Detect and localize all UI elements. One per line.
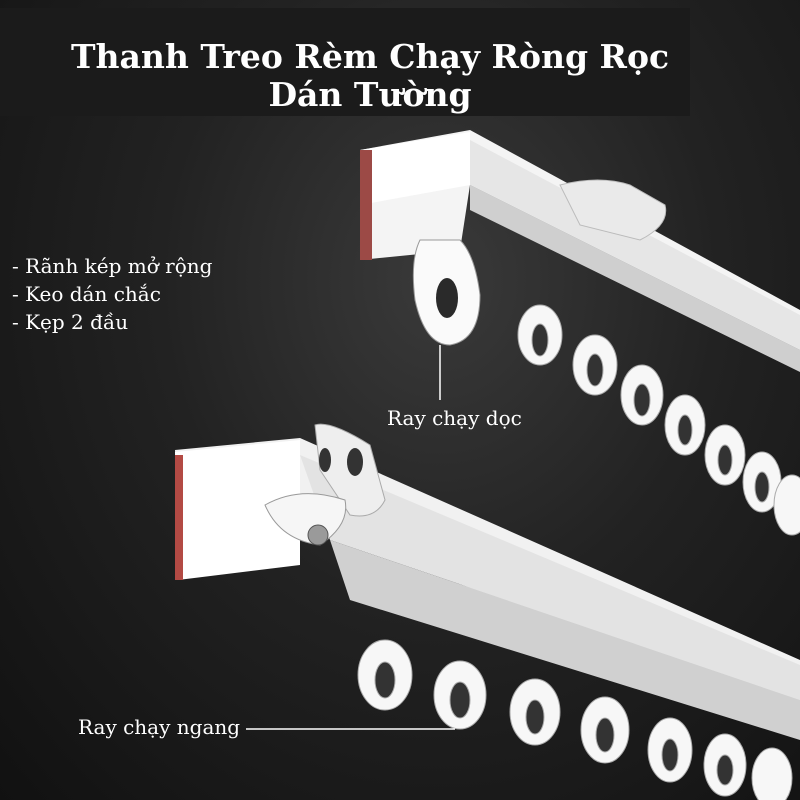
- bottom-rail-label: Ray chạy ngang: [78, 715, 241, 739]
- page-title: Thanh Treo Rèm Chạy Ròng Rọc Dán Tường: [0, 38, 740, 114]
- feature-item: - Keo dán chắc: [12, 282, 161, 306]
- top-rail: [360, 130, 800, 536]
- title-line-2: Dán Tường: [268, 75, 472, 114]
- top-rail-label: Ray chạy dọc: [387, 406, 522, 430]
- feature-list: - Rãnh kép mở rộng - Keo dán chắc - Kẹp …: [12, 252, 212, 336]
- adhesive-strip: [360, 150, 372, 260]
- feature-item: - Kẹp 2 đầu: [12, 310, 129, 334]
- bottom-rail: [175, 423, 800, 800]
- top-bracket: [559, 179, 667, 241]
- feature-item: - Rãnh kép mở rộng: [12, 254, 213, 278]
- bottom-rail-hooks: [357, 639, 793, 800]
- top-rail-hooks: [517, 304, 800, 536]
- title-banner: [0, 8, 690, 116]
- adhesive-strip-bottom: [175, 455, 183, 580]
- title-line-1: Thanh Treo Rèm Chạy Ròng Rọc: [70, 37, 670, 76]
